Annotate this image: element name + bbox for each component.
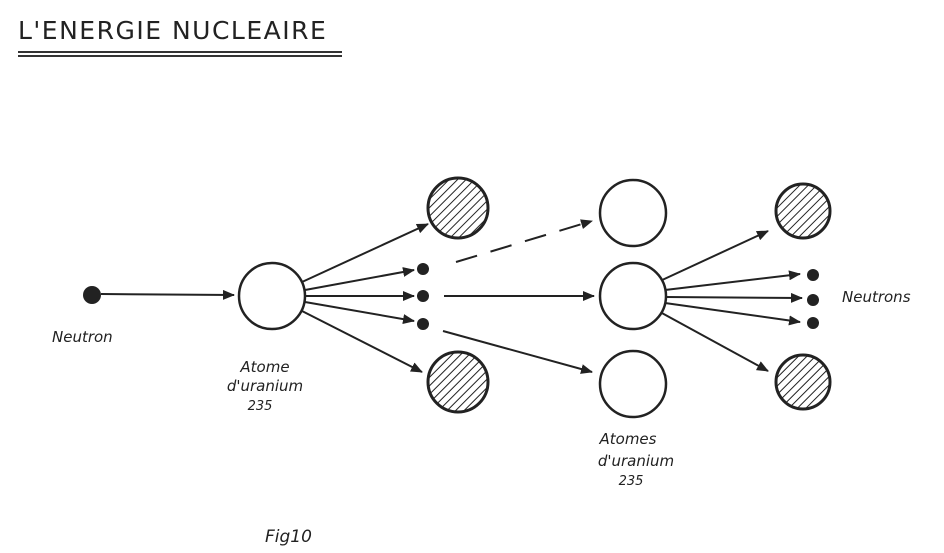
neutron-dot	[807, 294, 819, 306]
arrow-to-neutron-3	[304, 301, 415, 325]
atoms-label-line1: Atomes	[599, 430, 657, 448]
arrow-to-fragment-top-2	[659, 230, 769, 282]
arrow-to-neutron-6	[664, 302, 801, 326]
atom-label-line3: 235	[248, 399, 273, 414]
neutrons-label: Neutrons	[842, 288, 911, 306]
arrow-to-neutron-5	[664, 292, 803, 303]
dashed-arrow	[455, 219, 593, 263]
uranium-atom-middle	[598, 261, 668, 331]
neutron-dot	[417, 263, 429, 275]
fission-fragment-top	[426, 176, 490, 240]
neutron-dot	[417, 318, 429, 330]
atom-label-line1: Atome	[239, 358, 289, 376]
arrow-to-neutron-4	[664, 270, 801, 291]
uranium-atom	[237, 261, 307, 331]
incoming-neutron-arrow	[100, 289, 235, 300]
page-title: L'ENERGIE NUCLEAIRE	[18, 16, 328, 45]
uranium-atom-bottom	[598, 349, 668, 419]
arrow-to-fragment-top	[301, 223, 429, 283]
arrow-lower	[442, 330, 593, 374]
neutron-dot	[417, 290, 429, 302]
arrow-to-fragment-bottom	[301, 310, 423, 373]
fission-fragment-top-2	[774, 182, 832, 240]
title-underline	[18, 51, 342, 57]
neutron-label: Neutron	[52, 328, 113, 346]
uranium-atom-top	[598, 178, 668, 248]
neutron-dot	[807, 269, 819, 281]
neutron-dot	[807, 317, 819, 329]
incoming-neutron	[83, 286, 101, 304]
atoms-label-line3: 235	[619, 474, 644, 489]
arrow-to-fragment-bottom-2	[659, 311, 769, 372]
atom-label-line2: d'uranium	[227, 377, 303, 395]
fission-fragment-bottom	[426, 350, 490, 414]
figure-caption: Fig10	[265, 527, 312, 547]
fission-fragment-bottom-2	[774, 353, 832, 411]
atoms-label-line2: d'uranium	[598, 452, 674, 470]
arrow-to-neutron-1	[304, 267, 415, 291]
